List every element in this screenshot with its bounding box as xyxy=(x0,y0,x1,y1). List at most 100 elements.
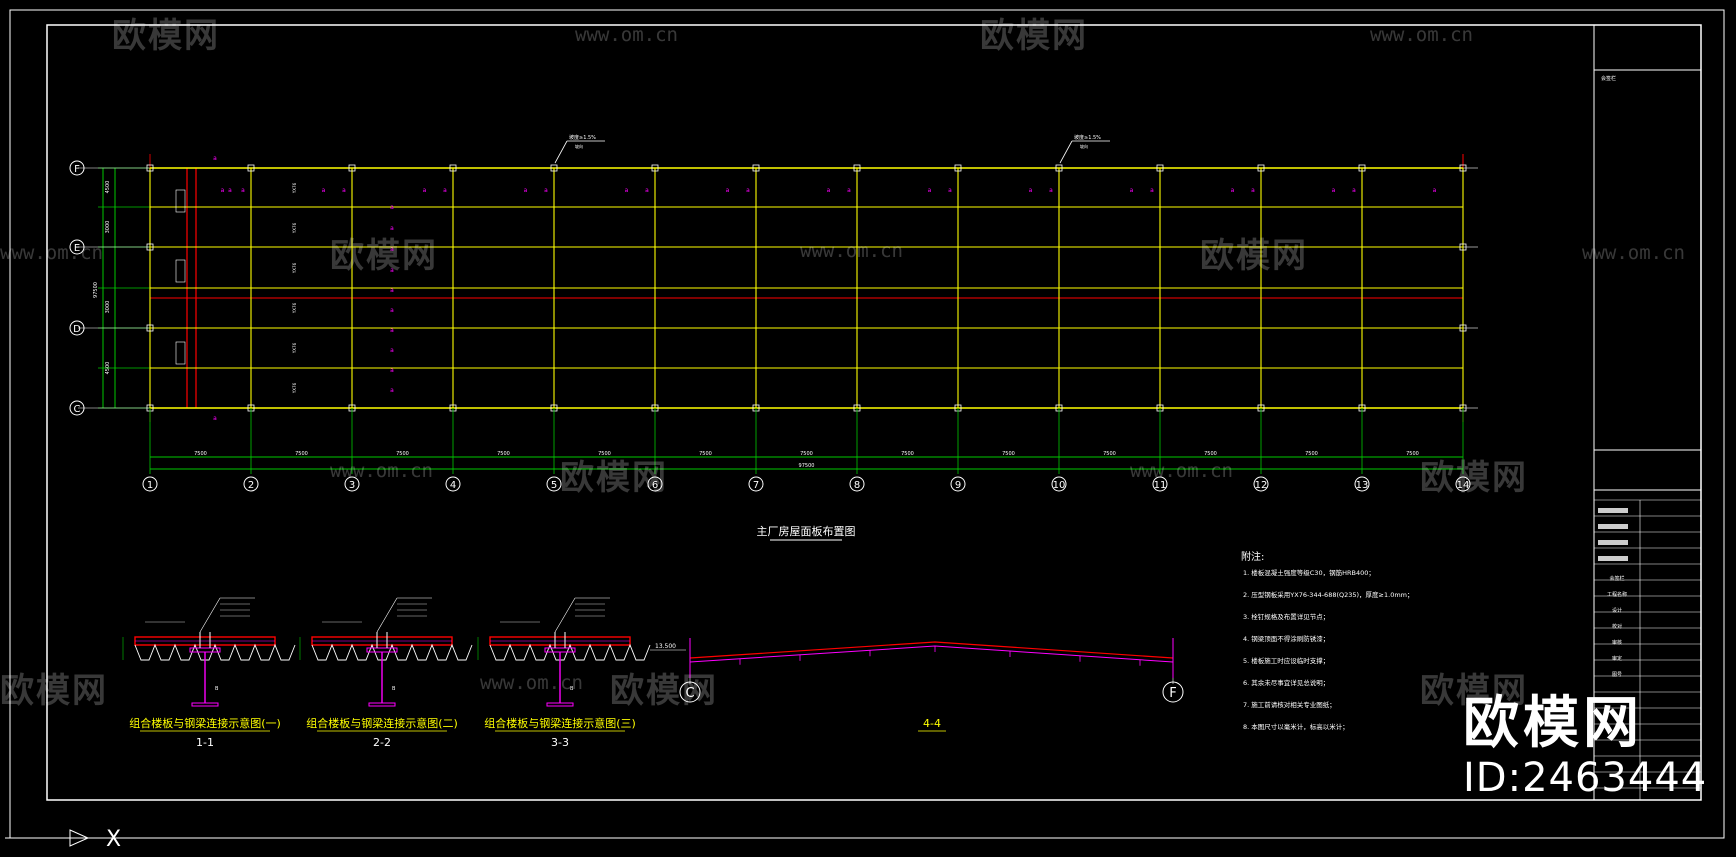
bay-dimension: 7500 xyxy=(194,451,207,457)
column-marker xyxy=(1358,164,1366,172)
bay-dimension: 7500 xyxy=(1103,451,1116,457)
magenta-tag: a xyxy=(726,187,730,194)
section-axis-bubble xyxy=(1162,681,1184,703)
axis-bubble xyxy=(243,476,259,492)
side-dim-text: 3000 xyxy=(105,221,111,234)
level-mark: 13.500 xyxy=(655,643,676,650)
svg-text:X: X xyxy=(106,827,121,852)
magenta-tag: a xyxy=(390,347,394,354)
magenta-tag: a xyxy=(342,187,346,194)
beam-flange xyxy=(189,647,221,653)
note-line-text: 1. 楼板混凝土强度等级C30，钢筋HRB400； xyxy=(1243,568,1375,577)
panel-label: YX76 xyxy=(292,182,297,194)
column-marker xyxy=(1459,243,1467,251)
axis-label: E xyxy=(74,243,80,254)
axis-bubble xyxy=(849,476,865,492)
magenta-tag: a xyxy=(625,187,629,194)
magenta-tag: a xyxy=(1332,187,1336,194)
column-marker xyxy=(853,164,861,172)
detail-label: 3-3 xyxy=(551,736,569,749)
axis-bubble xyxy=(950,476,966,492)
magenta-tag: a xyxy=(390,225,394,232)
column-marker xyxy=(1459,164,1467,172)
brand-watermark: 欧模网 xyxy=(1463,691,1643,756)
ucs-icon: X xyxy=(5,827,121,852)
magenta-tag: a xyxy=(1231,187,1235,194)
label-box xyxy=(175,259,186,283)
column-marker xyxy=(247,164,255,172)
section-axis-label: F xyxy=(1169,686,1176,701)
magenta-tag: a xyxy=(1029,187,1033,194)
leader-line xyxy=(554,597,576,633)
axis-label: 3 xyxy=(349,480,355,491)
axis-label: 6 xyxy=(652,480,658,491)
axis-label: D xyxy=(73,324,81,335)
bay-dimension: 7500 xyxy=(1002,451,1015,457)
deck-profile xyxy=(134,643,296,661)
magenta-tag: a xyxy=(221,187,225,194)
roof-beam xyxy=(689,645,1174,663)
panel-label: YX76 xyxy=(292,222,297,234)
axis-bubble xyxy=(1253,476,1269,492)
total-dimension: 97500 xyxy=(799,463,815,469)
slope-note-sub: 坡向 xyxy=(575,143,583,149)
magenta-tag: a xyxy=(390,287,394,294)
magenta-tag: a xyxy=(928,187,932,194)
tb-row-label: 会签栏 xyxy=(1609,575,1624,582)
beam-flange xyxy=(191,702,219,707)
column-marker xyxy=(1156,164,1164,172)
side-dim-text: 4500 xyxy=(105,362,111,375)
label-box xyxy=(175,189,186,213)
label-box xyxy=(175,341,186,365)
column-marker xyxy=(550,164,558,172)
column-marker xyxy=(449,164,457,172)
magenta-tag: a xyxy=(1150,187,1154,194)
bay-dimension: 7500 xyxy=(699,451,712,457)
detail-caption: 组合楼板与钢梁连接示意图(二) xyxy=(306,716,458,730)
tb-fill xyxy=(1598,508,1628,513)
tb-row-label: 图号 xyxy=(1612,672,1622,678)
beam-tag: B xyxy=(392,686,396,692)
axis-bubble xyxy=(69,320,85,336)
column-marker xyxy=(752,164,760,172)
leader-line xyxy=(1059,140,1073,164)
plan-title: 主厂房屋面板布置图 xyxy=(757,524,856,538)
tb-fill xyxy=(1598,524,1628,529)
axis-label: 7 xyxy=(753,480,759,491)
axis-label: 1 xyxy=(147,480,153,491)
beam-flange xyxy=(544,647,576,653)
tb-row-label: 审核 xyxy=(1612,639,1622,646)
column-marker xyxy=(651,164,659,172)
magenta-tag: a xyxy=(390,267,394,274)
column-marker xyxy=(146,164,154,172)
tb-fill xyxy=(1598,556,1628,561)
note-line-text: 7. 施工前请核对相关专业图纸； xyxy=(1243,700,1336,709)
bay-dimension: 7500 xyxy=(598,451,611,457)
axis-label: 4 xyxy=(450,480,456,491)
axis-label: 8 xyxy=(854,480,860,491)
magenta-tag: a xyxy=(1130,187,1134,194)
magenta-tag: a xyxy=(1352,187,1356,194)
bay-dimension: 7500 xyxy=(1406,451,1419,457)
deck-profile xyxy=(489,643,651,661)
column-marker xyxy=(1055,164,1063,172)
magenta-tag: a xyxy=(1049,187,1053,194)
axis-label: C xyxy=(74,404,81,415)
column-marker xyxy=(348,164,356,172)
column-marker xyxy=(1459,324,1467,332)
column-marker xyxy=(146,324,154,332)
magenta-tag: a xyxy=(390,387,394,394)
magenta-tag: a xyxy=(390,367,394,374)
column-marker xyxy=(954,164,962,172)
bay-dimension: 7500 xyxy=(497,451,510,457)
magenta-tag: a xyxy=(213,415,217,422)
leader-line xyxy=(199,597,221,633)
magenta-tag: a xyxy=(645,187,649,194)
tb-fill xyxy=(1598,540,1628,545)
beam-flange xyxy=(366,647,398,653)
bay-dimension: 7500 xyxy=(800,451,813,457)
panel-label: YX76 xyxy=(292,262,297,274)
